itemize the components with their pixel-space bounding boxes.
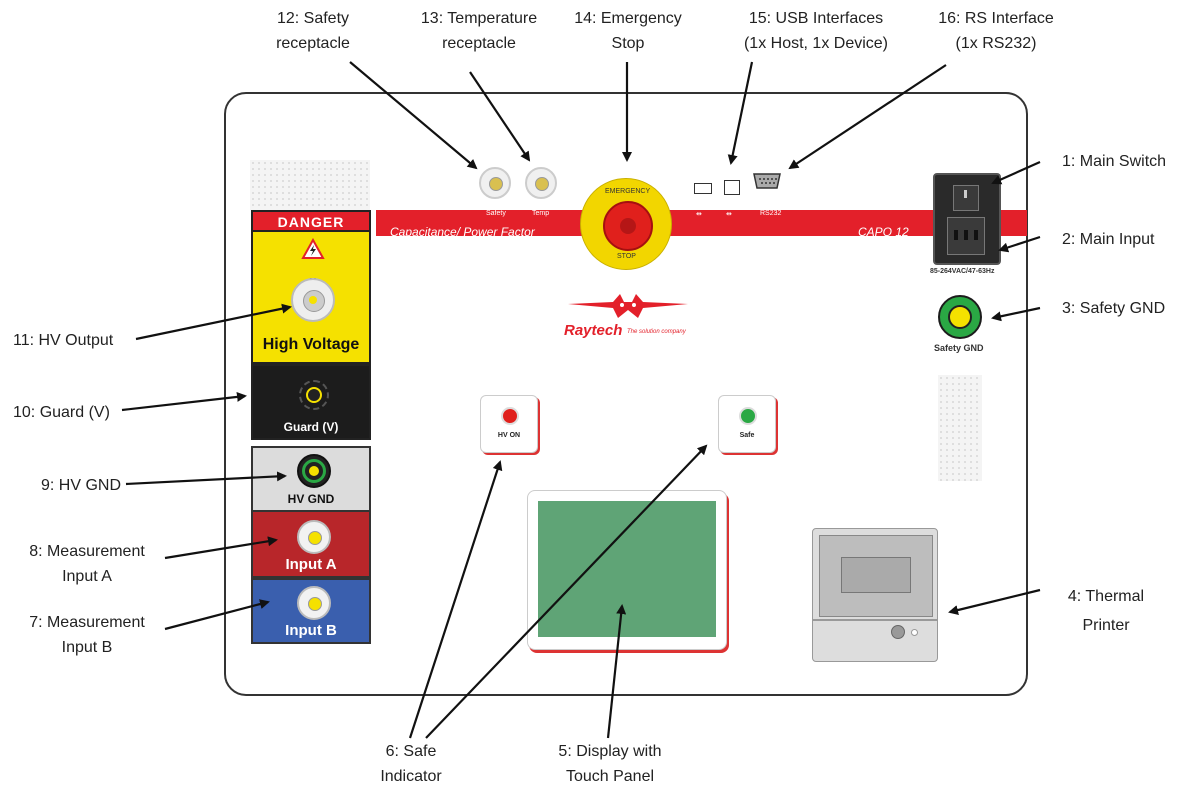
callout-rs-interface-line1: 16: RS Interface (938, 10, 1054, 27)
emergency-stop-plate: EMERGENCY STOP (580, 178, 672, 270)
callout-thermal-printer-line2: Printer (1082, 617, 1130, 634)
callout-safe-indicator-line2: Indicator (380, 768, 442, 785)
callout-main-switch-text: 1: Main Switch (1062, 153, 1167, 170)
safe-label: Safe (739, 432, 755, 439)
callout-rs-interface: 16: RS Interface (1x RS232) (926, 8, 1066, 54)
rs232-port[interactable] (752, 172, 782, 190)
input-b-block: Input B (251, 578, 371, 644)
usb-host-port[interactable] (694, 183, 712, 194)
safety-gnd-label: Safety GND (934, 343, 984, 353)
main-input-socket[interactable] (947, 217, 985, 255)
guard-block: Guard (V) (251, 364, 371, 440)
callout-temperature-receptacle: 13: Temperature receptacle (404, 8, 554, 54)
hv-gnd-label: HV GND (287, 492, 335, 506)
safety-receptacle[interactable] (479, 167, 511, 199)
estop-bottom-label: STOP (617, 253, 636, 260)
callout-usb-interfaces-line2: (1x Host, 1x Device) (743, 35, 889, 52)
safety-gnd-terminal[interactable] (938, 295, 982, 339)
guard-label: Guard (V) (283, 420, 339, 434)
callout-safe-indicator: 6: Safe Indicator (366, 741, 456, 787)
input-b-label: Input B (285, 622, 337, 639)
callout-display-line2: Touch Panel (565, 768, 655, 785)
product-bar (376, 210, 1027, 236)
callout-safety-receptacle-line1: 12: Safety (276, 10, 350, 27)
callout-safety-gnd-text: 3: Safety GND (1062, 300, 1166, 317)
hv-output-jack[interactable] (291, 278, 335, 322)
callout-main-input: 2: Main Input (1062, 229, 1155, 250)
callout-thermal-printer-line1: 4: Thermal (1067, 588, 1145, 605)
callout-input-b-line1: 7: Measurement (29, 614, 145, 631)
callout-main-switch: 1: Main Switch (1062, 151, 1166, 172)
callout-guard: 10: Guard (V) (13, 402, 110, 423)
callout-hv-output-text: 11: HV Output (13, 332, 114, 349)
callout-temperature-receptacle-line1: 13: Temperature (420, 10, 538, 27)
temperature-receptacle[interactable] (525, 167, 557, 199)
display-screen[interactable] (538, 501, 716, 637)
estop-top-label: EMERGENCY (605, 188, 651, 195)
callout-display-line1: 5: Display with (558, 743, 662, 760)
temperature-receptacle-label: Temp (532, 210, 550, 217)
high-voltage-label: High Voltage (262, 336, 360, 353)
callout-rs-interface-line2: (1x RS232) (955, 35, 1037, 52)
mains-rating: 85-264VAC/47-63Hz (930, 268, 995, 275)
callout-emergency-stop-line2: Stop (611, 35, 645, 52)
callout-usb-interfaces: 15: USB Interfaces (1x Host, 1x Device) (724, 8, 908, 54)
warning-icon (301, 238, 325, 259)
callout-guard-text: 10: Guard (V) (13, 404, 110, 421)
danger-header: DANGER (251, 210, 371, 232)
callout-safety-gnd: 3: Safety GND (1062, 298, 1165, 319)
input-a-jack[interactable] (297, 520, 331, 554)
touch-display[interactable] (527, 490, 727, 650)
vent-grille-left (250, 160, 370, 210)
callout-input-a-line2: Input A (62, 568, 112, 585)
input-a-label: Input A (285, 556, 337, 573)
printer-feed-button[interactable] (891, 625, 905, 639)
callout-safety-receptacle-line2: receptacle (276, 35, 350, 52)
safe-indicator: Safe (718, 395, 776, 453)
danger-label: DANGER (277, 214, 345, 230)
product-name-right: CAPO 12 (858, 225, 909, 239)
main-switch[interactable] (953, 185, 979, 211)
usb-device-port[interactable] (724, 180, 740, 195)
callout-safety-receptacle: 12: Safety receptacle (258, 8, 368, 54)
usb-device-icon: ⇹ (726, 211, 732, 218)
input-b-jack[interactable] (297, 586, 331, 620)
callout-temperature-receptacle-line2: receptacle (442, 35, 516, 52)
hv-gnd-block: HV GND (251, 446, 371, 512)
hv-on-label: HV ON (497, 432, 521, 439)
callout-hv-gnd-text: 9: HV GND (41, 477, 122, 494)
rs232-label: RS232 (760, 210, 782, 217)
hv-on-led (501, 407, 519, 425)
hv-on-indicator: HV ON (480, 395, 538, 453)
hv-output-block: 30 High Voltage (251, 232, 371, 364)
printer-led (911, 629, 918, 636)
callout-input-a-line1: 8: Measurement (29, 543, 145, 560)
brand-name: Raytech (564, 322, 623, 339)
callout-thermal-printer: 4: Thermal Printer (1058, 586, 1154, 636)
usb-host-icon: ⇹ (696, 211, 702, 218)
safety-receptacle-label: Safety (486, 210, 506, 217)
safe-led (739, 407, 757, 425)
callout-main-input-text: 2: Main Input (1062, 231, 1155, 248)
callout-display: 5: Display with Touch Panel (545, 741, 675, 787)
raytech-logo-icon (568, 294, 688, 318)
callout-input-b: 7: Measurement Input B (14, 612, 160, 658)
thermal-printer[interactable] (812, 528, 938, 662)
brand-tagline: The solution company (627, 329, 686, 335)
emergency-stop-button[interactable] (603, 201, 653, 251)
product-name-left: Capacitance/ Power Factor (390, 225, 535, 239)
callout-input-b-line2: Input B (61, 639, 113, 656)
vent-grille-right (938, 375, 982, 481)
callout-hv-output: 11: HV Output (13, 330, 113, 351)
main-power-module (933, 173, 1001, 265)
callout-hv-gnd: 9: HV GND (41, 475, 121, 496)
callout-emergency-stop-line1: 14: Emergency (574, 10, 682, 27)
hv-gnd-jack[interactable] (297, 454, 331, 488)
guard-jack[interactable] (299, 380, 329, 410)
callout-usb-interfaces-line1: 15: USB Interfaces (748, 10, 884, 27)
callout-safe-indicator-line1: 6: Safe (385, 743, 437, 760)
callout-input-a: 8: Measurement Input A (14, 541, 160, 587)
callout-emergency-stop: 14: Emergency Stop (568, 8, 688, 54)
